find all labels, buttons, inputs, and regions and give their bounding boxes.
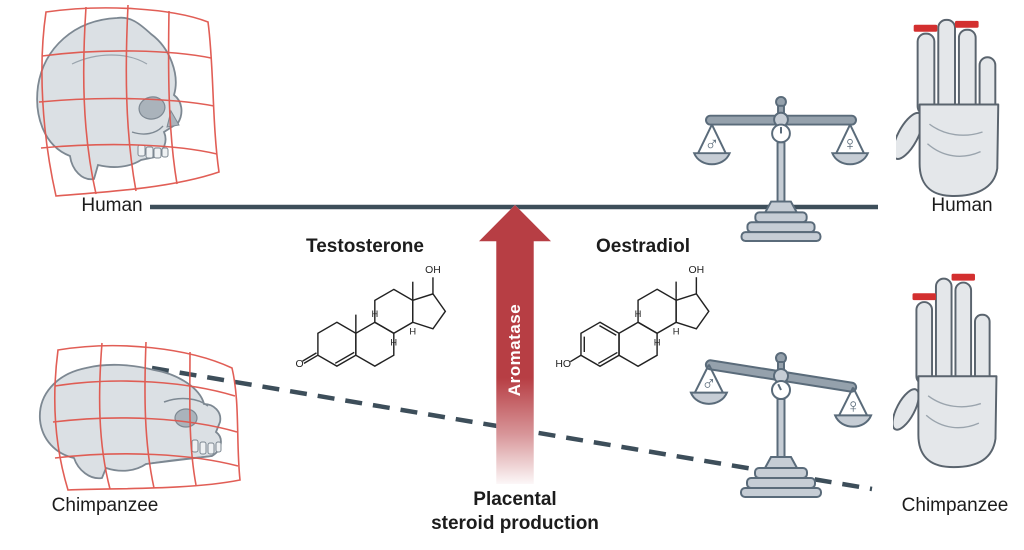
stereo-h-label: H	[654, 337, 661, 347]
placental-caption-line2: steroid production	[431, 512, 599, 534]
ring-finger	[957, 28, 977, 116]
oestradiol-name: Oestradiol	[596, 236, 690, 257]
index-finger	[915, 301, 934, 386]
chimpanzee-label-right: Chimpanzee	[901, 495, 1009, 516]
testosterone-structure: O OH H H H	[296, 265, 447, 370]
scale-parts	[692, 95, 870, 243]
digit-ratio-marks	[912, 273, 975, 301]
eye-socket	[138, 96, 166, 120]
cheekbone-line	[131, 125, 164, 135]
oestradiol-structure: HO OH H H H	[556, 265, 710, 370]
morphometric-grid	[52, 341, 241, 491]
phenol-ho-label: HO	[556, 359, 571, 370]
atom-labels: O OH H H H	[296, 265, 441, 370]
teeth	[191, 439, 222, 455]
teeth	[137, 144, 169, 159]
atom-labels: HO OH H H H	[556, 265, 704, 370]
aromatase-arrow: Aromatase	[479, 205, 551, 484]
stereo-h-label: H	[673, 326, 680, 336]
male-symbol: ♂	[701, 373, 716, 395]
ring-mark	[955, 20, 979, 28]
eye-socket	[174, 408, 198, 428]
temporal-line	[71, 54, 148, 65]
aromatase-label: Aromatase	[505, 303, 524, 397]
balanced-scale-icon: ♂ ♀	[692, 95, 870, 243]
chimpanzee-skull-illustration	[39, 341, 241, 491]
testosterone-name: Testosterone	[306, 236, 424, 257]
palm-creases	[925, 395, 982, 429]
hydroxyl-label: OH	[425, 265, 441, 276]
digit-ratio-marks	[913, 20, 979, 32]
human-label-left: Human	[81, 195, 143, 216]
steroid-rings	[302, 277, 447, 367]
palm-creases	[927, 123, 983, 157]
tilted-scale-icon: ♂ ♀	[689, 352, 873, 498]
middle-finger	[934, 277, 953, 386]
female-symbol: ♀	[846, 395, 861, 417]
index-mark	[912, 293, 936, 301]
ring-finger	[954, 281, 973, 386]
human-skull-illustration	[36, 4, 220, 197]
female-symbol: ♀	[843, 133, 858, 155]
scale-parts	[689, 352, 873, 498]
chimpanzee-label-left: Chimpanzee	[51, 495, 159, 516]
index-mark	[913, 24, 938, 32]
brow-ridge	[163, 397, 209, 407]
hand-shape	[896, 18, 1000, 197]
stereo-h-label: H	[371, 309, 378, 319]
male-symbol: ♂	[705, 133, 720, 155]
chimpanzee-hand-illustration	[893, 273, 998, 468]
human-hand-illustration	[896, 18, 1000, 197]
stereo-h-label: H	[635, 309, 642, 319]
palm	[917, 375, 998, 468]
index-finger	[916, 32, 936, 116]
pinky-finger	[974, 313, 991, 387]
human-label-right: Human	[931, 195, 993, 216]
morphometric-grid	[38, 4, 220, 197]
ring-mark	[951, 273, 975, 281]
palm	[918, 103, 1000, 197]
thumb	[893, 388, 920, 431]
stereo-h-label: H	[409, 326, 416, 336]
placental-caption-line1: Placental	[473, 489, 557, 510]
hand-shape	[893, 277, 998, 468]
jaw-line	[145, 455, 213, 465]
steroid-rings	[569, 277, 710, 368]
middle-finger	[937, 18, 956, 116]
ketone-o-label: O	[296, 359, 304, 370]
hydroxyl-label: OH	[689, 265, 705, 276]
placental-caption: Placental steroid production	[415, 488, 615, 536]
stereo-h-label: H	[390, 337, 397, 347]
